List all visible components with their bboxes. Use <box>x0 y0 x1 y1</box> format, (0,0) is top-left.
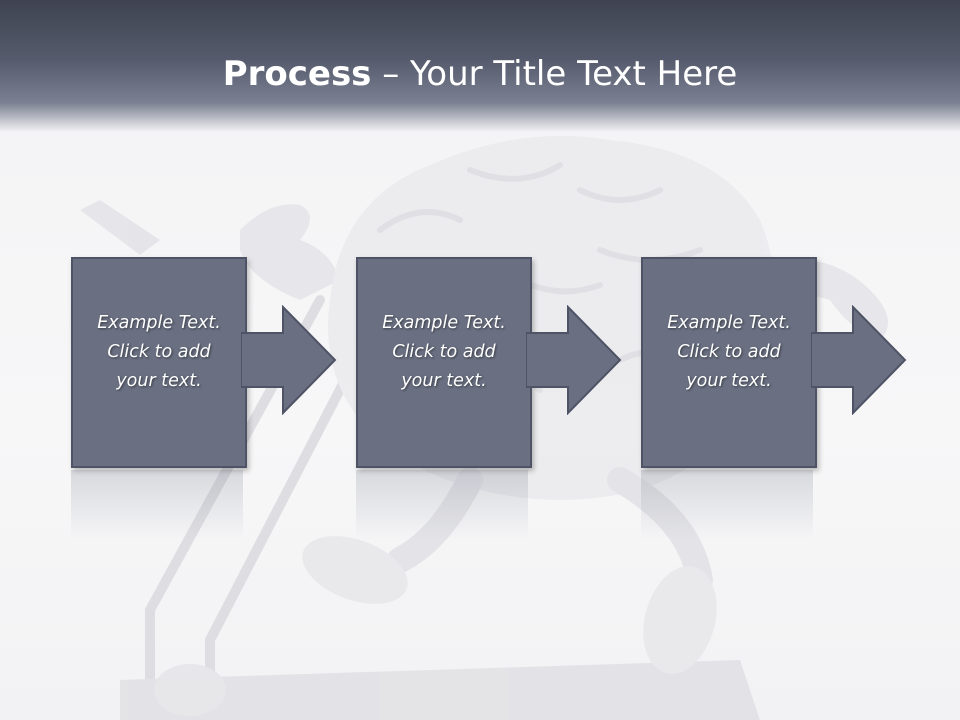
arrow-right-icon <box>811 305 907 415</box>
title-bold: Process <box>222 54 372 94</box>
step-text[interactable]: Example Text. Click to add your text. <box>667 313 791 391</box>
slide-title[interactable]: Process – Your Title Text Here <box>0 52 960 96</box>
arrow-right-icon <box>241 305 337 415</box>
header-band <box>0 0 960 132</box>
step-box[interactable] <box>356 257 532 468</box>
step-reflection <box>641 470 813 540</box>
process-step-1[interactable]: Example Text. Click to add your text. <box>71 257 351 468</box>
step-reflection <box>356 470 528 540</box>
step-text[interactable]: Example Text. Click to add your text. <box>382 313 506 391</box>
step-reflection <box>71 470 243 540</box>
arrow-right-icon <box>526 305 622 415</box>
process-step-3[interactable]: Example Text. Click to add your text. <box>641 257 921 468</box>
process-step-2[interactable]: Example Text. Click to add your text. <box>356 257 636 468</box>
step-text[interactable]: Example Text. Click to add your text. <box>97 313 221 391</box>
title-rest: – Your Title Text Here <box>371 54 738 94</box>
